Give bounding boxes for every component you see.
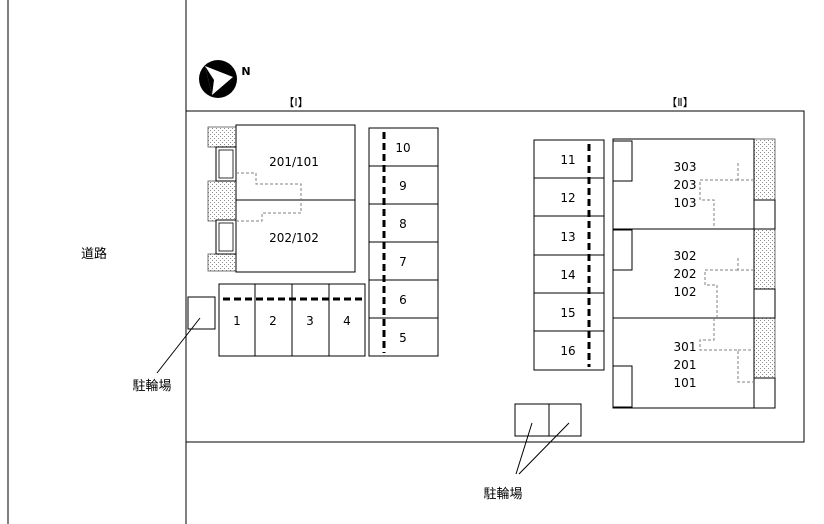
room-number-label: 102: [674, 285, 697, 299]
parking-space-label: 8: [399, 217, 407, 231]
parking-space-label: 15: [560, 306, 575, 320]
bicycle-parking-left-label: 駐輪場: [132, 378, 171, 394]
building-one-walkway: [236, 172, 302, 222]
bicycle-parking-bottom: [514, 403, 550, 437]
parking-space-label: 9: [399, 179, 407, 193]
building-two-window: [612, 229, 633, 271]
parking-row-bottom: 1 2 3 4: [218, 283, 366, 357]
parking-space-label: 10: [395, 141, 410, 155]
bicycle-parking-bottom-leader: [518, 422, 570, 475]
building-two-walkway: [704, 256, 754, 318]
parking-space-label: 4: [343, 314, 351, 328]
building-one-hatch-a: [207, 126, 237, 148]
building-two-label: 【Ⅱ】: [666, 96, 693, 109]
building-two-balcony-step: [753, 377, 776, 409]
room-number-label: 301: [674, 340, 697, 354]
compass-icon: N: [199, 60, 251, 98]
compass-north-letter: N: [241, 65, 250, 78]
room-number-label: 302: [674, 249, 697, 263]
building-one-label: 【Ⅰ】: [283, 96, 308, 109]
road-label: 道路: [81, 246, 107, 262]
parking-space-label: 13: [560, 230, 575, 244]
building-two-walkway: [699, 318, 754, 383]
building-two: 303 203 103 302 202 102 301 201 101: [612, 138, 776, 409]
building-two-balcony-step: [753, 288, 776, 319]
building-two-hatch: [753, 138, 776, 409]
parking-space-label: 2: [269, 314, 277, 328]
building-one-body: [235, 124, 356, 273]
building-one-hatch-c: [207, 253, 237, 272]
bicycle-parking-bottom: [548, 403, 582, 437]
building-one: 201/101 202/102: [207, 124, 356, 273]
bicycle-parking-left: [187, 296, 216, 330]
parking-space-label: 3: [306, 314, 314, 328]
parking-space-label: 6: [399, 293, 407, 307]
parking-space-label: 5: [399, 331, 407, 345]
building-one-window-b-inner: [218, 222, 234, 252]
room-number-label: 201: [674, 358, 697, 372]
building-two-walkway: [699, 163, 754, 228]
room-number-label: 203: [674, 178, 697, 192]
building-two-balcony-step: [753, 199, 776, 230]
parking-space-label: 14: [560, 268, 575, 282]
parking-space-label: 16: [560, 344, 575, 358]
parking-space-label: 7: [399, 255, 407, 269]
room-number-label: 303: [674, 160, 697, 174]
room-number-label: 202: [674, 267, 697, 281]
building-two-window: [612, 365, 633, 408]
bicycle-parking-bottom-leader: [515, 422, 533, 475]
room-number-label: 101: [674, 376, 697, 390]
building-one-window-a-inner: [218, 149, 234, 179]
parking-space-label: 12: [560, 191, 575, 205]
parking-column-right: 11 12 13 14 15 16: [533, 139, 605, 371]
parking-column-middle: 10 9 8 7 6 5: [368, 127, 439, 357]
parking-space-label: 1: [233, 314, 241, 328]
building-one-hatch-b: [207, 180, 237, 222]
building-two-body: [612, 138, 755, 409]
bicycle-parking-bottom-label: 駐輪場: [483, 486, 522, 502]
building-one-unit-label: 201/101: [269, 155, 319, 169]
parking-space-label: 11: [560, 153, 575, 167]
site-boundary: [185, 110, 805, 443]
building-one-unit-label: 202/102: [269, 231, 319, 245]
bicycle-parking-left-leader: [156, 317, 201, 374]
building-two-window: [612, 140, 633, 182]
room-number-label: 103: [674, 196, 697, 210]
